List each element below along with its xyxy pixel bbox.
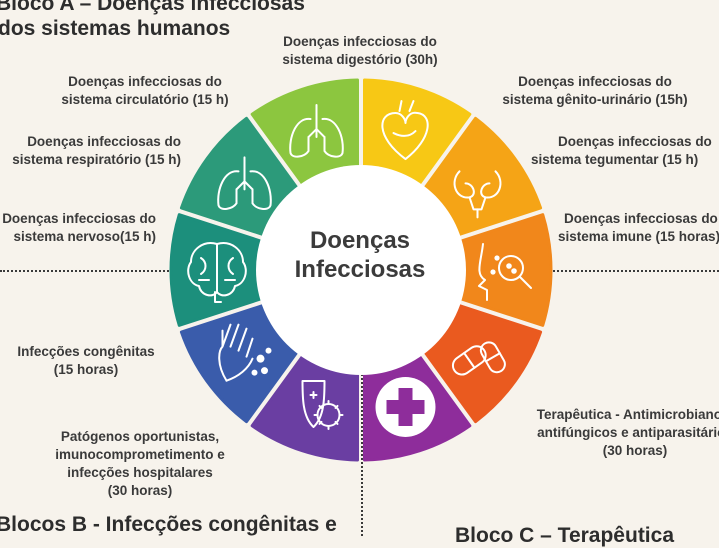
medical-cross-icon: [375, 376, 436, 437]
block-b-heading: Blocos B - Infecções congênitas e: [0, 513, 337, 537]
block-b-heading-text: Blocos B - Infecções congênitas e: [0, 513, 337, 536]
left-dotted-divider: [0, 270, 240, 272]
shield-virus-icon: [301, 379, 344, 430]
block-a-heading-2: dos sistemas humanos: [0, 17, 230, 41]
label-oportunistas: Patógenos oportunistas,imunocomprometime…: [55, 429, 225, 498]
organs-icon: [453, 170, 502, 219]
block-a-heading-line1: Bloco A – Doenças infecciosas: [0, 0, 305, 15]
block-a-heading: Bloco A – Doenças infecciosas: [0, 0, 305, 16]
hand-germs-icon: [218, 323, 272, 382]
brain-icon: [187, 242, 247, 303]
center-title-line2: Infecciosas: [294, 256, 426, 283]
right-dotted-divider: [472, 270, 719, 272]
center-title: Doenças Infecciosas: [255, 226, 465, 284]
capsules-icon: [451, 341, 506, 376]
vertical-dotted-divider: [361, 293, 363, 536]
skin-magnifier-icon: [478, 243, 532, 301]
lungs-icon: [289, 104, 344, 158]
lungs-icon: [217, 156, 272, 210]
label-congenitas: Infecções congênitas(15 horas): [17, 344, 155, 377]
heart-icon: [381, 100, 429, 161]
block-a-heading-line2: dos sistemas humanos: [0, 17, 231, 40]
center-title-line1: Doenças: [309, 227, 411, 254]
label-terapeutica: Terapêutica - Antimicrobianos,antifúngic…: [536, 407, 719, 458]
topic-wheel: [169, 78, 553, 462]
wheel-center-circle: [256, 165, 466, 375]
